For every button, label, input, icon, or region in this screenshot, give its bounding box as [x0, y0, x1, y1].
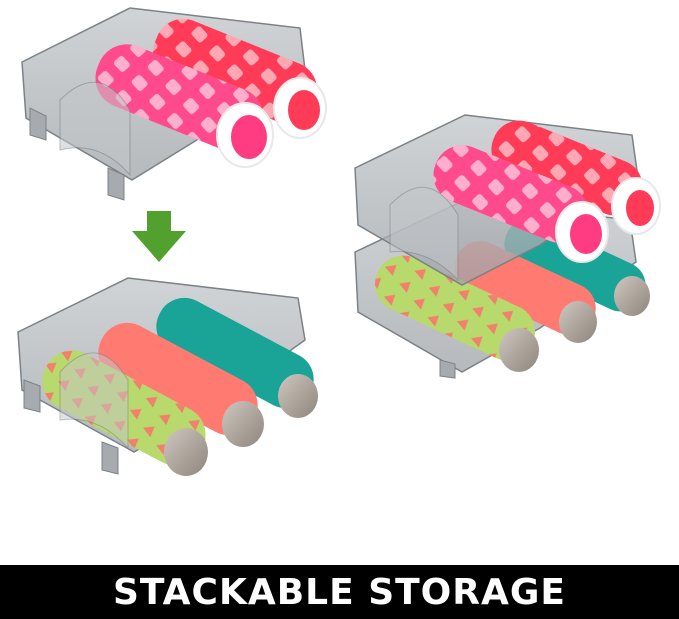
tray-bottom-left [17, 277, 318, 476]
bottle-pink [95, 44, 274, 168]
bottle-lime-stacked [375, 255, 539, 372]
tray-top-left [21, 7, 327, 201]
arrow-down-icon [132, 211, 186, 262]
stack-upper-tray [354, 114, 661, 286]
product-illustration [17, 7, 661, 476]
bottle-pink-stacked [433, 145, 609, 263]
bottle-red-stacked [491, 120, 661, 235]
bottle-coral [98, 322, 264, 447]
bottle-teal [156, 297, 318, 418]
caption-banner: STACKABLE STORAGE [0, 565, 679, 619]
caption-text: STACKABLE STORAGE [112, 571, 567, 613]
bottle-red [153, 18, 327, 139]
